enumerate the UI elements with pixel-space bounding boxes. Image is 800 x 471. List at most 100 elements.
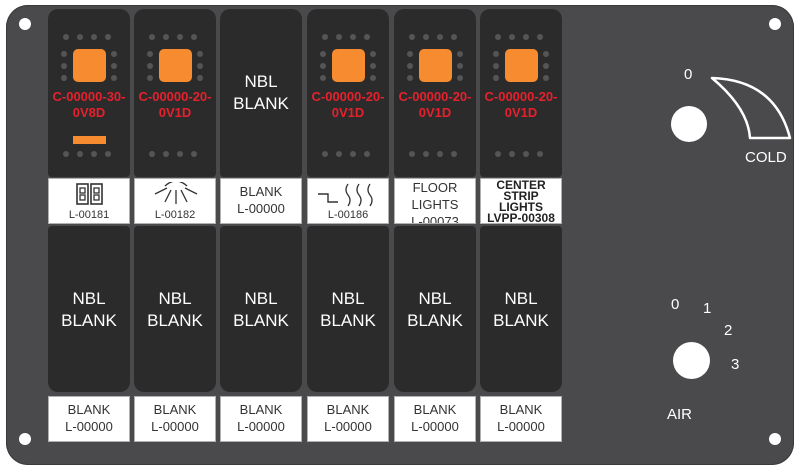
blank-text: NBL BLANK [493,289,549,330]
indicator-lamp [332,49,365,82]
top-dots [409,34,457,40]
upper-switch-6[interactable]: C-00000-20- 0V1D [480,9,562,177]
lower-switch-1[interactable]: NBL BLANK [48,226,130,392]
blank-text: NBL BLANK [61,289,117,330]
lower-switch-5[interactable]: NBL BLANK [394,226,476,392]
temp-knob-name: COLD [745,149,787,166]
cold-arc-indicator [710,76,792,140]
upper-label-2: L-00182 [134,178,216,224]
air-position-3: 3 [731,356,740,373]
air-position-1: 1 [703,300,712,317]
label-title: BLANK [67,402,111,417]
side-dot [493,63,499,69]
side-dot [197,63,203,69]
label-title: BLANK [499,402,543,417]
side-dot [543,75,549,81]
side-dot [370,63,376,69]
label-code: L-00000 [237,201,285,216]
side-dot [111,75,117,81]
part-code: C-00000-20- 0V1D [138,89,212,120]
upper-switch-3[interactable]: NBL BLANK [220,9,302,177]
bottom-dots [409,151,457,157]
top-dots [322,34,370,40]
upper-switch-5[interactable]: C-00000-20- 0V1D [394,9,476,177]
label-title: FLOOR LIGHTS [411,180,459,212]
seat-icon [49,182,129,208]
lower-label-1: BLANK L-00000 [48,396,130,442]
temp-zero-label: 0 [684,66,693,83]
side-dot [320,75,326,81]
label-title: BLANK [153,402,197,417]
side-dot [543,51,549,57]
upper-switch-4[interactable]: C-00000-20- 0V1D [307,9,389,177]
lower-switch-6[interactable]: NBL BLANK [480,226,562,392]
lower-switch-3[interactable]: NBL BLANK [220,226,302,392]
mounting-hole-bottom-right [769,433,781,445]
side-dot [543,63,549,69]
lower-label-4: BLANK L-00000 [307,396,389,442]
air-position-2: 2 [724,322,733,339]
side-dot [457,51,463,57]
upper-label-1: L-00181 [48,178,130,224]
air-knob[interactable] [673,342,710,379]
side-dot [61,63,67,69]
label-code: L-00000 [324,419,372,434]
part-code: C-00000-30- 0V8D [52,89,126,120]
lower-label-2: BLANK L-00000 [134,396,216,442]
top-dots [149,34,197,40]
part-code: C-00000-20- 0V1D [311,89,385,120]
side-dot [407,51,413,57]
lower-label-3: BLANK L-00000 [220,396,302,442]
lower-switch-2[interactable]: NBL BLANK [134,226,216,392]
heat-icon [308,182,388,208]
side-dot [147,75,153,81]
label-code: L-00182 [154,209,196,221]
label-code: L-00186 [327,209,369,221]
indicator-lamp [159,49,192,82]
blank-text: NBL BLANK [320,289,376,330]
label-code: L-00000 [151,419,199,434]
side-dot [61,51,67,57]
label-text: CENTER STRIP LIGHTS LVPP-00308 [487,178,555,224]
blank-text: NBL BLANK [407,289,463,330]
blank-text: NBL BLANK [147,289,203,330]
indicator-lamp [419,49,452,82]
label-code: L-00000 [65,419,113,434]
side-dot [320,51,326,57]
blank-text: NBL BLANK [233,72,289,113]
upper-switch-1[interactable]: C-00000-30- 0V8D [48,9,130,177]
side-dot [457,75,463,81]
label-code: L-00073 [411,214,459,224]
bottom-dots [149,151,197,157]
label-code: L-00181 [68,209,110,221]
label-code: L-00000 [411,419,459,434]
top-dots [63,34,111,40]
label-title: BLANK [239,402,283,417]
mounting-hole-bottom-left [19,433,31,445]
part-code: C-00000-20- 0V1D [484,89,558,120]
upper-switch-2[interactable]: C-00000-20- 0V1D [134,9,216,177]
label-code: L-00000 [237,419,285,434]
air-position-0: 0 [671,296,680,313]
side-dot [111,51,117,57]
side-dot [147,63,153,69]
label-title: BLANK [326,402,370,417]
label-code: L-00000 [497,419,545,434]
lower-switch-4[interactable]: NBL BLANK [307,226,389,392]
bottom-dots [322,151,370,157]
status-bar [73,136,106,144]
side-dot [407,63,413,69]
upper-label-5: FLOOR LIGHTS L-00073 [394,178,476,224]
label-title: BLANK [413,402,457,417]
indicator-lamp [505,49,538,82]
side-dot [61,75,67,81]
side-dot [111,63,117,69]
side-dot [370,51,376,57]
indicator-lamp [73,49,106,82]
part-code: C-00000-20- 0V1D [398,89,472,120]
side-dot [493,51,499,57]
side-dot [197,51,203,57]
temp-knob[interactable] [671,106,707,142]
bottom-dots [63,151,111,157]
